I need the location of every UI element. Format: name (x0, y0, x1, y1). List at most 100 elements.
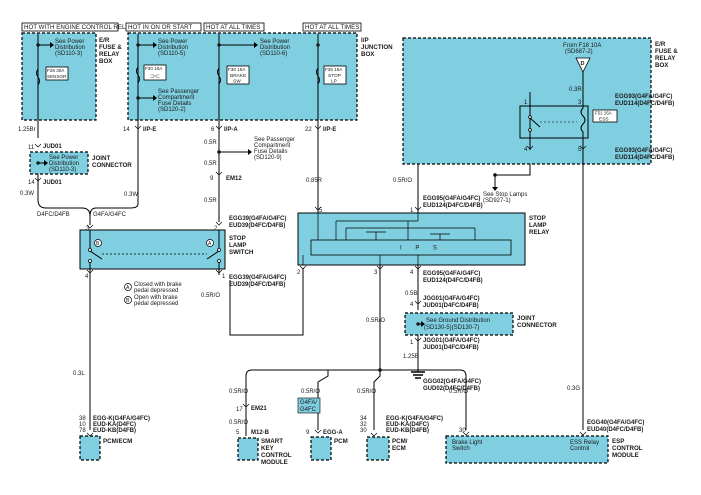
svg-text:EGG93(G4FA/G4FC): EGG93(G4FA/G4FC) (615, 94, 672, 100)
svg-text:pedal depressed: pedal depressed (134, 288, 178, 294)
svg-text:See Ground Distribution: See Ground Distribution (426, 318, 490, 324)
f36-feed-wiring: 0.5R See Passenger Compartment Fuse Deta… (204, 137, 295, 204)
svg-text:32: 32 (360, 422, 367, 428)
svg-text:0.5R/O: 0.5R/O (357, 389, 376, 395)
svg-text:F36 15A: F36 15A (228, 67, 246, 72)
svg-text:See Passenger: See Passenger (158, 89, 199, 95)
svg-text:Distribution: Distribution (158, 45, 188, 51)
header-on-start: HOT IN ON OR START (125, 22, 202, 32)
svg-text:SW: SW (233, 79, 241, 85)
svg-text:0.3W: 0.3W (20, 191, 34, 197)
joint-connector-right: 0.5B 4 JGG01(G4FA/G4FC) JUD01(D4FC/D4FB)… (403, 265, 557, 392)
svg-text:FUSE &: FUSE & (99, 44, 122, 51)
svg-text:CONNECTOR: CONNECTOR (92, 162, 132, 169)
svg-text:9: 9 (306, 430, 310, 436)
svg-text:EUD-KA(D4FC): EUD-KA(D4FC) (93, 422, 136, 428)
svg-text:JGG01(G4FA/G4FC): JGG01(G4FA/G4FC) (423, 338, 480, 344)
svg-text:5: 5 (578, 147, 582, 153)
svg-text:CONTROL: CONTROL (261, 452, 292, 459)
svg-text:G4FC: G4FC (300, 407, 317, 413)
svg-text:Brake Light: Brake Light (452, 440, 483, 446)
svg-text:(SD120-9): (SD120-9) (254, 155, 282, 161)
svg-text:3: 3 (578, 100, 582, 106)
svg-text:See Power: See Power (260, 39, 289, 45)
svg-text:STOP: STOP (328, 73, 341, 79)
svg-text:CONNECTOR: CONNECTOR (517, 322, 557, 329)
svg-text:78: 78 (79, 428, 86, 434)
svg-text:RELAY: RELAY (99, 51, 120, 58)
er-fuse-box-right: E/R FUSE & RELAY BOX From F18 10A (SD687… (402, 37, 678, 165)
mark-a (206, 239, 214, 247)
svg-text:BOX: BOX (99, 58, 113, 65)
svg-text:MODULE: MODULE (261, 459, 288, 466)
svg-text:STOP: STOP (529, 215, 546, 222)
svg-text:I/P-E: I/P-E (143, 127, 156, 133)
svg-text:EUD-KA(D4FC): EUD-KA(D4FC) (386, 422, 429, 428)
svg-text:HOT WITH ENGINE CONTROL RELAY: HOT WITH ENGINE CONTROL RELAY ON (24, 24, 144, 31)
svg-text:FUSE &: FUSE & (655, 48, 678, 55)
svg-text:1.25B: 1.25B (403, 354, 419, 360)
svg-text:4: 4 (524, 147, 528, 153)
svg-text:G4FA/: G4FA/ (300, 400, 317, 406)
svg-text:Open with brake: Open with brake (134, 295, 178, 301)
svg-text:14: 14 (123, 127, 130, 133)
svg-text:EUD40(D4FC/D4FB): EUD40(D4FC/D4FB) (587, 427, 643, 433)
svg-text:5: 5 (319, 208, 323, 214)
svg-text:BOX: BOX (361, 51, 375, 58)
svg-text:M12-B: M12-B (251, 430, 270, 436)
svg-text:6: 6 (211, 127, 215, 133)
svg-text:EGG-K(G4FA/G4FC): EGG-K(G4FA/G4FC) (386, 416, 443, 422)
svg-text:17: 17 (236, 407, 243, 413)
svg-text:F35 15A: F35 15A (325, 67, 343, 72)
svg-text:4: 4 (85, 274, 89, 280)
ip-connector-pins: 14 I/P-E 6 I/P-A 22 I/P-E (123, 125, 336, 133)
ip-junction-box: I/P JUNCTION BOX See Power Distribution … (127, 32, 393, 222)
svg-text:0.5R/O: 0.5R/O (366, 318, 385, 324)
svg-text:0.3L: 0.3L (73, 371, 85, 377)
svg-text:JUNCTION: JUNCTION (361, 44, 393, 51)
svg-text:See Passenger: See Passenger (254, 137, 295, 143)
stop-lamp-relay: 0.85R 5 1 EGG95(G4FA/G4FC) EUD124(D4FC/D… (297, 125, 550, 284)
svg-text:Compartment: Compartment (158, 95, 195, 101)
svg-text:34: 34 (360, 416, 367, 422)
svg-text:EUD-KB(D4FB): EUD-KB(D4FB) (93, 428, 136, 434)
svg-text:SMART: SMART (261, 438, 283, 445)
ground-symbol (411, 371, 425, 379)
svg-text:0.3R: 0.3R (569, 87, 582, 93)
svg-text:BRAKE: BRAKE (230, 73, 246, 79)
svg-text:3: 3 (374, 270, 378, 276)
svg-text:SWITCH: SWITCH (229, 249, 254, 256)
stop-lamp-switch: 3 2 EGG39(G4FA/G4FC) EUD39(D4FC/D4FB) ST… (79, 216, 286, 288)
svg-text:2: 2 (297, 270, 301, 276)
svg-text:Control: Control (570, 446, 589, 452)
svg-text:STOP: STOP (229, 235, 246, 242)
svg-text:EUD39(D4FC/D4FB): EUD39(D4FC/D4FB) (229, 282, 285, 288)
svg-text:SENSOR: SENSOR (47, 74, 67, 79)
svg-text:LP: LP (331, 79, 337, 85)
svg-text:(SD927-1): (SD927-1) (483, 198, 511, 204)
svg-text:HOT AT ALL TIMES: HOT AT ALL TIMES (206, 24, 260, 31)
svg-text:CONTROL: CONTROL (612, 445, 643, 452)
svg-text:F51 15A: F51 15A (595, 111, 612, 116)
svg-text:PCM: PCM (334, 438, 348, 445)
fuse-f30: F30 10A ⊃⊂ (136, 64, 167, 84)
svg-text:1: 1 (524, 100, 528, 106)
svg-text:0.5B: 0.5B (405, 291, 417, 297)
svg-text:0.3W: 0.3W (124, 192, 138, 198)
svg-text:RELAY: RELAY (655, 55, 676, 62)
svg-text:4: 4 (410, 302, 414, 308)
svg-text:5: 5 (236, 430, 240, 436)
svg-text:I/P-A: I/P-A (224, 127, 238, 133)
svg-text:0.5R: 0.5R (204, 140, 217, 146)
svg-text:MODULE: MODULE (612, 452, 639, 459)
svg-text:F26 30A: F26 30A (47, 68, 65, 73)
svg-text:1: 1 (410, 340, 414, 346)
svg-text:1: 1 (410, 208, 414, 214)
svg-text:0.5R/O: 0.5R/O (393, 178, 412, 184)
svg-text:LAMP: LAMP (229, 242, 247, 249)
svg-text:B: B (96, 241, 100, 247)
switch-legend: A Closed with brake pedal depressed B Op… (124, 282, 182, 307)
svg-text:10: 10 (79, 422, 86, 428)
svg-text:0.5R/O: 0.5R/O (301, 389, 320, 395)
smart-key-module: 17 EM21 5 M12-B SMART KEY CONTROL MODULE (236, 393, 292, 466)
